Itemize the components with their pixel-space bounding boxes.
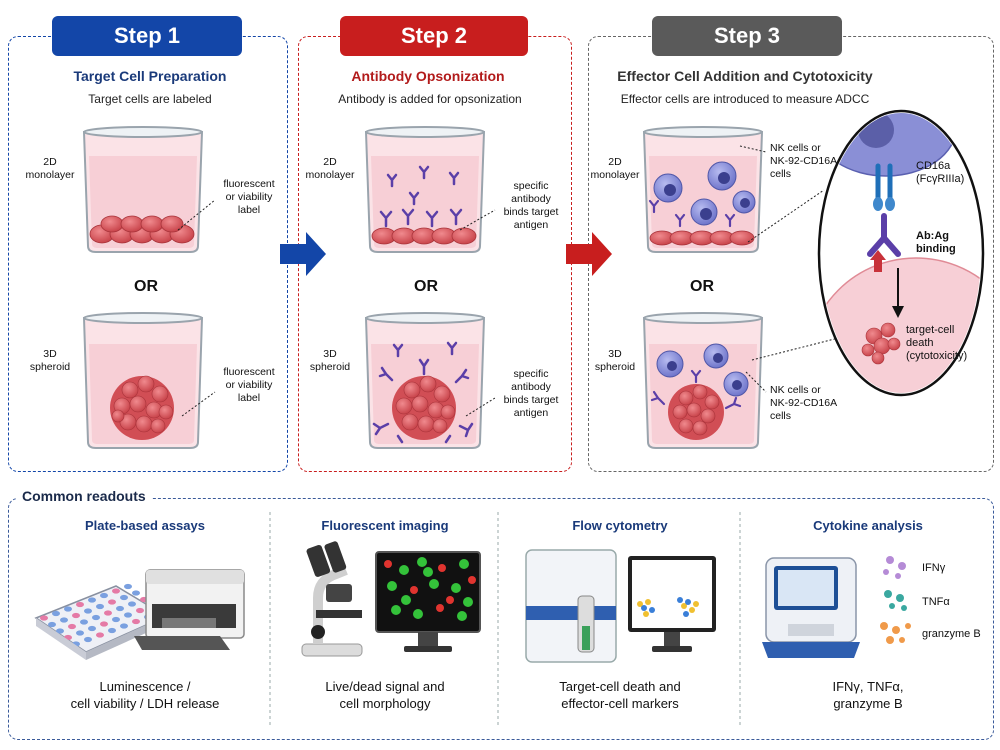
step3-spheroid-label: 3D spheroid	[594, 348, 636, 373]
readout-flow-caption: Target-cell death and effector-cell mark…	[559, 679, 681, 711]
cytokine-tnfa: TNFα	[922, 596, 950, 608]
readout-cytokine-caption: IFNγ, TNFα, granzyme B	[832, 679, 904, 711]
step2-beaker-2d	[364, 126, 486, 253]
step1-beaker-3d	[82, 312, 204, 449]
step1-spheroid-label: 3D spheroid	[29, 348, 71, 373]
step2-or: OR	[414, 278, 438, 295]
step2-beaker-3d	[364, 312, 486, 449]
cytokine-granzyme: granzyme B	[922, 628, 981, 640]
step2-note-bottom: specific antibody binds target antigen	[503, 368, 559, 419]
readout-flow-title: Flow cytometry	[572, 518, 668, 533]
step3-beaker-3d	[642, 312, 764, 449]
step2-subtitle: Antibody is added for opsonization	[338, 92, 522, 106]
step1-note-top: fluorescent or viability label	[223, 178, 275, 216]
step1-title: Target Cell Preparation	[73, 68, 227, 84]
zoom-binding-label: Ab:Ag binding	[916, 230, 956, 255]
step1-subtitle: Target cells are labeled	[88, 92, 212, 106]
zoom-cd16-label: CD16a (FcγRIIIa)	[916, 160, 965, 185]
step3-beaker-2d	[642, 126, 764, 253]
microscope-illustration	[301, 541, 481, 657]
readouts-panel	[8, 498, 994, 740]
cytokine-analyzer-illustration	[762, 557, 860, 658]
readouts-header: Common readouts	[16, 488, 152, 504]
readout-imaging-caption: Live/dead signal and cell morphology	[325, 679, 445, 711]
step3-badge: Step 3	[652, 16, 842, 56]
step3-title: Effector Cell Addition and Cytotoxicity	[617, 68, 873, 84]
cytokine-dots	[880, 556, 911, 644]
step3-note-bottom: NK cells or NK-92-CD16A cells	[770, 384, 838, 422]
readout-plate-caption: Luminescence / cell viability / LDH rele…	[70, 679, 220, 711]
step2-spheroid-label: 3D spheroid	[309, 348, 351, 373]
step2-title: Antibody Opsonization	[351, 68, 505, 84]
step1-badge: Step 1	[52, 16, 242, 56]
step3-mono-label: 2D monolayer	[590, 156, 640, 181]
step1-note-bottom: fluorescent or viability label	[223, 366, 275, 404]
cytokine-ifng: IFNγ	[922, 562, 946, 574]
step2-note-top: specific antibody binds target antigen	[503, 180, 559, 231]
step1-mono-label: 2D monolayer	[25, 156, 75, 181]
step1-beaker-2d	[82, 126, 204, 253]
arrow-step2-to-3	[566, 232, 612, 276]
zoom-inset	[817, 109, 985, 397]
readout-plate-title: Plate-based assays	[85, 518, 205, 533]
arrow-step1-to-2	[280, 232, 326, 276]
step1-or: OR	[134, 278, 158, 295]
plate-reader-illustration	[34, 569, 245, 660]
zoom-death-label: target-cell death (cytotoxicity)	[906, 324, 968, 362]
readout-cytokine-title: Cytokine analysis	[813, 518, 923, 533]
readout-imaging-title: Fluorescent imaging	[321, 518, 449, 533]
flow-cytometer-illustration	[525, 549, 716, 663]
step2-mono-label: 2D monolayer	[305, 156, 355, 181]
step3-note-top: NK cells or NK-92-CD16A cells	[770, 142, 838, 180]
step3-subtitle: Effector cells are introduced to measure…	[620, 92, 870, 106]
step3-or: OR	[690, 278, 714, 295]
step2-badge: Step 2	[340, 16, 528, 56]
